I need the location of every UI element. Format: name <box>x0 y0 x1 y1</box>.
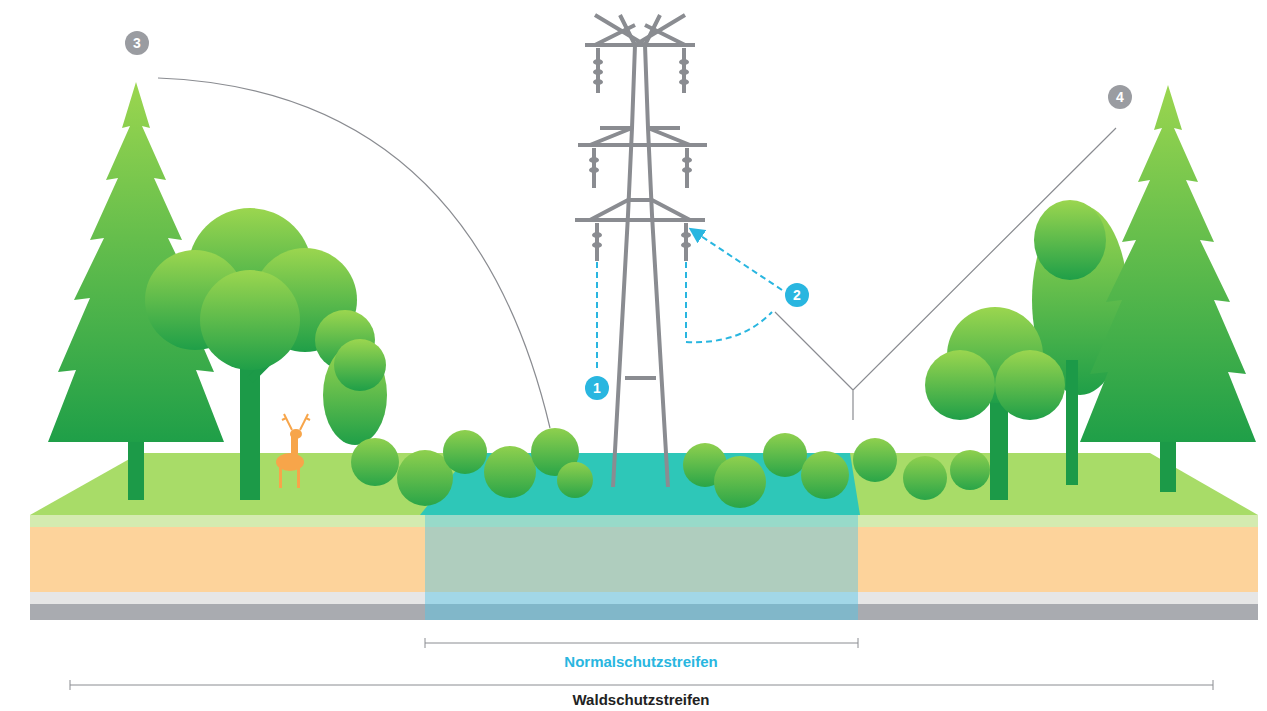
dimension-label: Normalschutzstreifen <box>560 653 721 670</box>
dimension-label: Waldschutzstreifen <box>569 691 714 708</box>
callout-number: 2 <box>785 283 809 307</box>
callout-number: 1 <box>585 376 609 400</box>
callout-number: 3 <box>125 31 149 55</box>
callout-number: 4 <box>1108 85 1132 109</box>
